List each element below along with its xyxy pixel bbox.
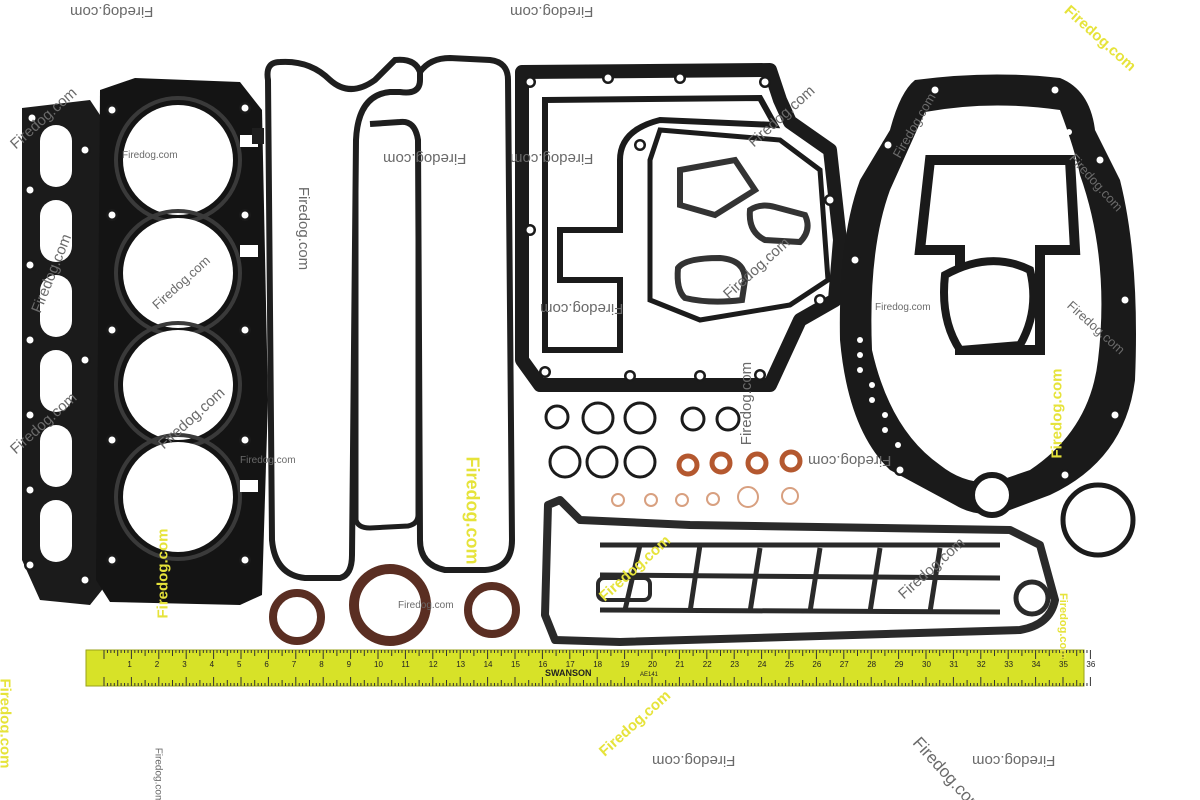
ruler-number: 7 (292, 660, 297, 669)
intake-manifold-gasket (22, 100, 102, 605)
ruler-number: 6 (264, 660, 269, 669)
ruler-number: 28 (867, 660, 876, 669)
exhaust-cover-gasket (541, 496, 1059, 646)
ruler-number: 14 (484, 660, 493, 669)
ruler-number: 24 (758, 660, 767, 669)
ruler-number: 9 (347, 660, 352, 669)
ruler-number: 30 (922, 660, 931, 669)
lower-case-gasket (839, 74, 1136, 518)
ruler-number: 36 (1086, 660, 1095, 669)
ruler-number: 22 (703, 660, 712, 669)
ruler-number: 16 (538, 660, 547, 669)
ruler-number: 25 (785, 660, 794, 669)
ruler-number: 10 (374, 660, 383, 669)
ruler-number: 20 (648, 660, 657, 669)
ruler-brand: SWANSON (545, 668, 592, 678)
ruler-number: 17 (566, 660, 575, 669)
ruler-number: 35 (1059, 660, 1068, 669)
ruler-number: 11 (401, 660, 410, 669)
cylinder-head-gasket (96, 78, 268, 605)
ruler-number: 34 (1032, 660, 1041, 669)
ruler-number: 33 (1004, 660, 1013, 669)
ruler-number: 21 (675, 660, 684, 669)
valve-cover-gasket (252, 54, 516, 581)
ruler-model: AE141 (640, 672, 659, 678)
ruler-number: 2 (155, 660, 160, 669)
washers-copper (611, 449, 803, 508)
ruler-number: 3 (182, 660, 187, 669)
ruler-number: 15 (511, 660, 520, 669)
ruler-number: 19 (621, 660, 630, 669)
oil-seals (269, 564, 520, 646)
crankcase-gasket (515, 63, 847, 392)
ruler-number: 32 (977, 660, 986, 669)
ruler-number: 27 (840, 660, 849, 669)
ruler-number: 1 (127, 660, 132, 669)
ruler-number: 12 (429, 660, 438, 669)
ruler-number: 31 (949, 660, 958, 669)
ruler-number: 18 (593, 660, 602, 669)
ruler-number: 13 (456, 660, 465, 669)
ruler-number: 29 (895, 660, 904, 669)
ruler-number: 5 (237, 660, 242, 669)
o-rings-black (544, 401, 1136, 558)
ruler-number: 23 (730, 660, 739, 669)
ruler-number: 4 (210, 660, 215, 669)
ruler-number: 26 (812, 660, 821, 669)
ruler-number: 8 (319, 660, 324, 669)
